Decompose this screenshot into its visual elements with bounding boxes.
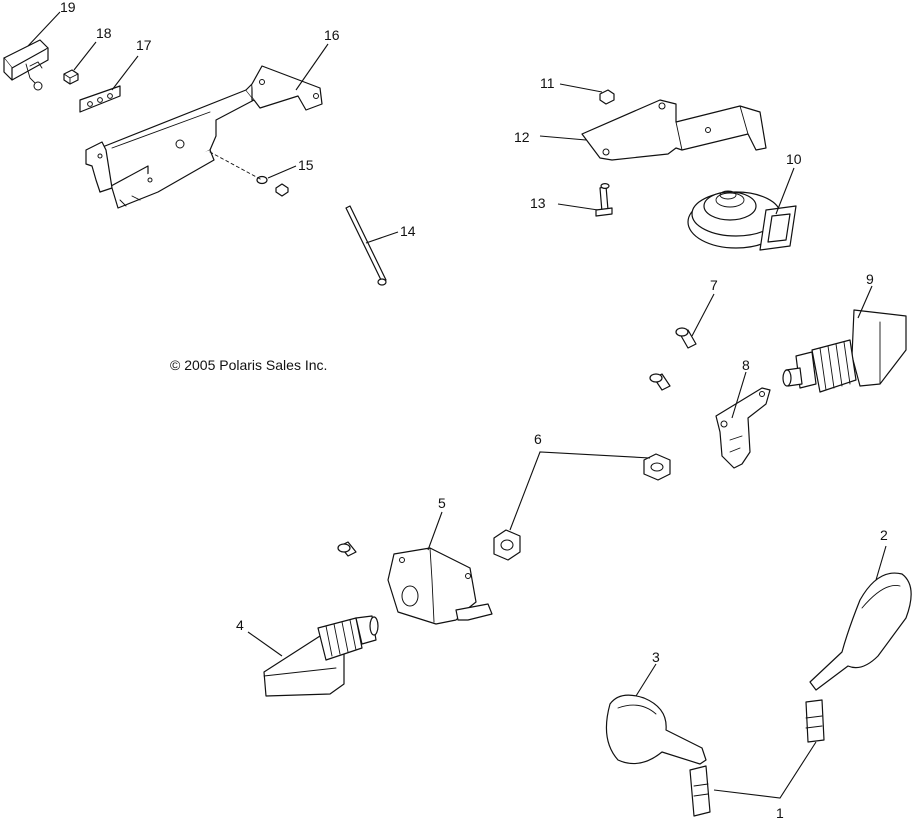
leader-10 bbox=[775, 167, 795, 215]
callout-18: 18 bbox=[96, 25, 112, 41]
copyright-text: © 2005 Polaris Sales Inc. bbox=[170, 357, 327, 373]
callout-11: 11 bbox=[540, 75, 555, 91]
leader-18 bbox=[73, 41, 97, 71]
part-13-bolt bbox=[595, 183, 613, 217]
part-17-plate bbox=[79, 85, 121, 113]
part-7-bolt bbox=[649, 327, 697, 391]
leader-6 bbox=[509, 451, 651, 531]
callout-7: 7 bbox=[710, 277, 718, 293]
part-14-bolt bbox=[345, 205, 387, 286]
callout-13: 13 bbox=[530, 195, 546, 211]
callout-4: 4 bbox=[236, 617, 244, 633]
leader-7 bbox=[691, 293, 715, 337]
leader-5 bbox=[427, 511, 443, 551]
leader-14 bbox=[365, 231, 399, 244]
part-10-horn bbox=[687, 190, 797, 251]
leader-11 bbox=[559, 83, 603, 93]
part-6-bushing bbox=[493, 453, 671, 561]
callout-2: 2 bbox=[880, 527, 888, 543]
leader-17 bbox=[111, 55, 139, 91]
assembly-line-15 bbox=[209, 151, 263, 181]
part-12-bracket bbox=[581, 99, 767, 161]
leader-2 bbox=[875, 545, 887, 581]
part-18-nut bbox=[63, 69, 79, 85]
leader-4 bbox=[247, 631, 283, 657]
callout-9: 9 bbox=[866, 271, 874, 287]
callout-10: 10 bbox=[786, 151, 802, 167]
part-9-turn-signal bbox=[782, 309, 907, 393]
leader-15 bbox=[267, 165, 297, 179]
part-11-nut bbox=[599, 89, 615, 105]
callout-8: 8 bbox=[742, 357, 750, 373]
callout-19: 19 bbox=[60, 0, 76, 15]
part-2-mirror bbox=[805, 572, 912, 743]
callout-17: 17 bbox=[136, 37, 152, 53]
callout-14: 14 bbox=[400, 223, 416, 239]
part-16-bracket bbox=[85, 65, 323, 209]
leader-16 bbox=[295, 43, 329, 91]
callout-6: 6 bbox=[534, 431, 542, 447]
part-15-washer bbox=[256, 175, 289, 197]
part-5-housing bbox=[337, 541, 493, 625]
leader-8 bbox=[731, 371, 747, 419]
callout-3: 3 bbox=[652, 649, 660, 665]
part-8-bracket bbox=[715, 387, 771, 469]
leader-9 bbox=[857, 285, 873, 319]
leader-3 bbox=[635, 663, 657, 697]
part-4-turn-signal bbox=[263, 615, 379, 697]
part-3-mirror bbox=[605, 694, 711, 817]
leader-1 bbox=[713, 741, 817, 799]
callout-12: 12 bbox=[514, 129, 530, 145]
part-19-switch bbox=[3, 39, 49, 91]
leader-12 bbox=[539, 135, 587, 141]
leader-13 bbox=[557, 203, 599, 211]
callout-5: 5 bbox=[438, 495, 446, 511]
leader-19 bbox=[27, 11, 61, 47]
callout-15: 15 bbox=[298, 157, 314, 173]
callout-16: 16 bbox=[324, 27, 340, 43]
callout-1: 1 bbox=[776, 805, 784, 821]
